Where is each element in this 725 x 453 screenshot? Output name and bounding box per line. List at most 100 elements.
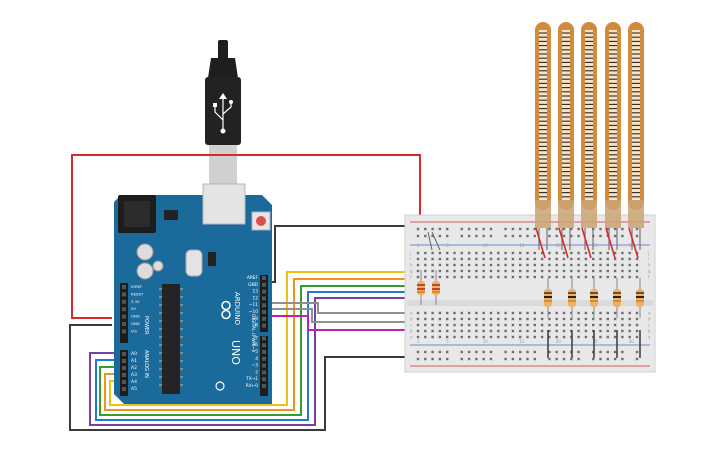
- digital-pin-label: 13: [253, 289, 259, 295]
- atmega-pins: [159, 288, 183, 386]
- left-5v-jumpers: [427, 231, 441, 251]
- column-number: 20: [556, 243, 562, 248]
- digital-pin-label: ~10: [249, 309, 258, 315]
- board-pcb: [114, 195, 272, 404]
- column-number: 30: [629, 339, 635, 344]
- column-number: 1: [417, 243, 420, 248]
- on-led-indicator: [215, 381, 225, 391]
- column-number: 15: [519, 243, 525, 248]
- header-pin[interactable]: [122, 366, 126, 370]
- power-pin-label: IOREF: [131, 284, 142, 289]
- header-pin[interactable]: [262, 303, 266, 308]
- arduino-logo-icon: [221, 300, 231, 320]
- header-pin[interactable]: [262, 336, 266, 341]
- header-pin[interactable]: [262, 276, 266, 280]
- analog-pin-label: A0: [131, 351, 137, 357]
- arduino-uno-board: ARDUINO UNO DIGITAL (PWM~) POWER ANALOG …: [114, 183, 272, 404]
- header-pin[interactable]: [262, 363, 266, 368]
- digital-pin-label: GND: [248, 282, 259, 288]
- analog-pin-label: A2: [131, 365, 137, 371]
- header-pin[interactable]: [262, 356, 266, 361]
- header-pin[interactable]: [262, 350, 266, 354]
- ground-wire-bottom[interactable]: [69, 324, 415, 431]
- header-pin[interactable]: [122, 373, 126, 377]
- header-pin[interactable]: [262, 296, 266, 301]
- digital-pin-label: ~3: [252, 363, 259, 369]
- row-label: a: [410, 335, 413, 340]
- row-label: h: [648, 263, 651, 268]
- header-pin[interactable]: [262, 377, 266, 382]
- power-section-label: POWER: [143, 316, 149, 335]
- column-number: 15: [519, 339, 525, 344]
- ground-wire-top[interactable]: [268, 225, 410, 283]
- header-pin[interactable]: [262, 316, 266, 321]
- header-pin[interactable]: [122, 299, 126, 304]
- flex-sensor[interactable]: [605, 22, 621, 259]
- column-number: 10: [483, 243, 489, 248]
- header-pin[interactable]: [122, 307, 126, 312]
- usb-icon: [213, 93, 233, 134]
- breadboard-ground-jumpers: [547, 330, 641, 358]
- digital-pin-label: 7: [255, 335, 258, 341]
- analog-pin-label: A1: [131, 358, 137, 364]
- crystal-oscillator: [185, 249, 203, 277]
- digital-pin-label: AREF: [247, 275, 259, 281]
- row-label: g: [648, 269, 651, 274]
- row-label: c: [648, 323, 650, 328]
- power-pin-label: GND: [131, 321, 140, 326]
- header-pin[interactable]: [262, 370, 266, 375]
- capacitor-3: [152, 260, 164, 272]
- row-label: j: [409, 251, 411, 256]
- arduino-brand-label: ARDUINO: [233, 292, 241, 325]
- row-label: d: [410, 317, 413, 322]
- header-pin[interactable]: [122, 359, 126, 363]
- header-pin[interactable]: [262, 323, 266, 328]
- column-number: 25: [592, 243, 598, 248]
- header-pin[interactable]: [262, 282, 266, 287]
- breadboard-center-channel: [407, 300, 653, 306]
- header-pin[interactable]: [262, 310, 266, 314]
- capacitor-1: [136, 243, 154, 261]
- flex-sensor[interactable]: [535, 22, 551, 259]
- reset-button-cap[interactable]: [256, 216, 266, 226]
- jumper-vcc-1[interactable]: [427, 231, 433, 251]
- jumper-vcc-2[interactable]: [431, 231, 441, 251]
- header-pin[interactable]: [122, 322, 126, 326]
- row-label: e: [410, 311, 413, 316]
- header-pin[interactable]: [122, 314, 126, 319]
- digital-pin-label: 8: [255, 323, 258, 329]
- digital-wire-9[interactable]: [268, 308, 440, 323]
- row-label: g: [410, 269, 413, 274]
- digital-pin-label: ~6: [252, 342, 259, 348]
- digital-wire-10[interactable]: [268, 302, 440, 314]
- power-wire-5v[interactable]: [71, 154, 421, 319]
- uno-model-label: UNO: [229, 340, 242, 365]
- power-pin-label: Vin: [131, 328, 138, 333]
- header-pin[interactable]: [122, 380, 126, 384]
- header-pin[interactable]: [262, 289, 266, 294]
- flex-sensor[interactable]: [628, 22, 644, 259]
- digital-wire-8[interactable]: [268, 315, 444, 331]
- header-pin[interactable]: [122, 387, 126, 391]
- row-label: b: [648, 329, 651, 334]
- header-pin[interactable]: [122, 352, 126, 356]
- header-pin[interactable]: [122, 285, 126, 289]
- digital-pin-label: ~11: [249, 302, 258, 308]
- header-pin[interactable]: [262, 384, 266, 388]
- digital-pin-label: RX←0: [246, 383, 259, 389]
- row-label: d: [648, 317, 651, 322]
- header-pin[interactable]: [262, 343, 266, 348]
- header-pin[interactable]: [122, 329, 126, 334]
- flex-sensor[interactable]: [581, 22, 597, 259]
- usb-metal-shell: [209, 145, 237, 185]
- column-number: 20: [556, 339, 562, 344]
- flex-sensor[interactable]: [558, 22, 574, 259]
- row-label: c: [410, 323, 412, 328]
- header-pin[interactable]: [122, 292, 126, 297]
- usb-cable: [205, 40, 241, 185]
- row-label: b: [410, 329, 413, 334]
